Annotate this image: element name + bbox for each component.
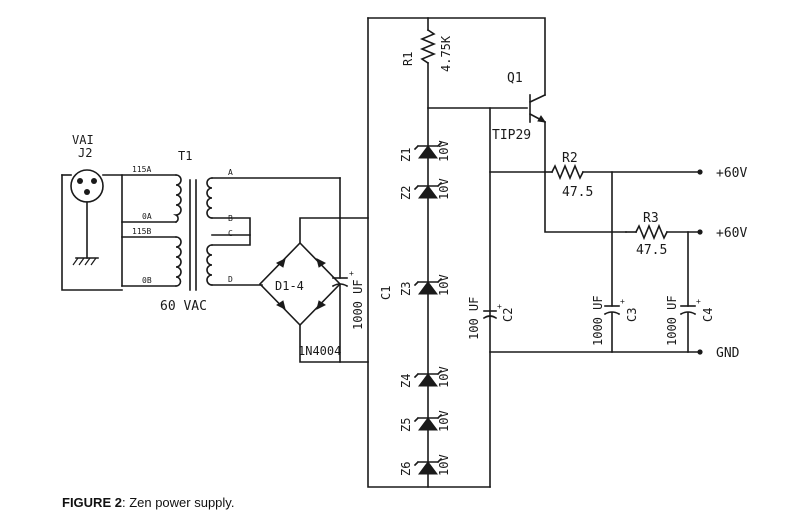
- z3-ref-label: Z3: [399, 282, 413, 296]
- primary-winding-lower: [175, 236, 182, 287]
- svg-text:+: +: [349, 269, 354, 278]
- capacitor-c1: + 1000 UF C1: [331, 177, 393, 363]
- z5-ref-label: Z5: [399, 418, 413, 432]
- secondary-tap-b: B: [228, 214, 233, 223]
- z3-value-label: 10V: [437, 274, 451, 296]
- secondary-tap-a: A: [228, 168, 233, 177]
- transformer-ref-label: T1: [178, 149, 192, 163]
- output-label-gnd: GND: [716, 346, 740, 361]
- svg-text:+: +: [696, 297, 701, 306]
- connector-pin: [77, 178, 83, 184]
- r3-value-label: 47.5: [636, 243, 667, 258]
- resistor-r1: R1 4.75K: [401, 17, 453, 149]
- zener-z4: Z4 10V: [399, 366, 451, 388]
- output-label-60v-2: +60V: [716, 226, 747, 241]
- capacitor-c2: + 100 UF C2: [467, 297, 515, 340]
- figure-caption: FIGURE 2: Zen power supply.: [62, 495, 234, 510]
- output-terminal: [697, 349, 703, 355]
- q1-part-label: TIP29: [492, 128, 531, 143]
- bridge-ref-label: D1-4: [275, 279, 304, 293]
- z6-ref-label: Z6: [399, 462, 413, 476]
- z5-value-label: 10V: [437, 410, 451, 432]
- r1-zigzag: [419, 28, 437, 65]
- bridge-diode-mark: [316, 258, 326, 268]
- top-rail: [367, 17, 546, 96]
- z4-value-label: 10V: [437, 366, 451, 388]
- output-terminal: [697, 169, 703, 175]
- r2-value-label: 47.5: [562, 185, 593, 200]
- bridge-part-label: 1N4004: [298, 344, 341, 358]
- bridge-diode-mark: [276, 300, 286, 310]
- resistor-r3: R3 47.5: [625, 211, 703, 258]
- r3-zigzag: [634, 223, 669, 241]
- r2-ref-label: R2: [562, 151, 578, 166]
- z2-ref-label: Z2: [399, 186, 413, 200]
- secondary-tap-d: D: [228, 275, 233, 284]
- zener-z1: Z1 10V: [399, 140, 451, 162]
- svg-text:+: +: [497, 302, 502, 311]
- primary-tap-115a: 115A: [132, 165, 151, 174]
- z2-value-label: 10V: [437, 178, 451, 200]
- zener-z5: Z5 10V: [399, 410, 451, 432]
- c3-value-label: 1000 UF: [591, 295, 605, 346]
- z4-ref-label: Z4: [399, 374, 413, 388]
- primary-winding-upper: [172, 174, 182, 224]
- c3-ref-label: C3: [625, 308, 639, 322]
- q1-emitter-arrow: [537, 115, 547, 123]
- transformer-rating: 60 VAC: [160, 299, 207, 314]
- output-label-60v-1: +60V: [716, 166, 747, 181]
- connector-type-label: VAI: [72, 133, 94, 147]
- secondary-tap-c: C: [228, 229, 233, 238]
- secondary-winding-upper: [206, 177, 213, 219]
- primary-tap-0b: 0B: [142, 276, 152, 285]
- transistor-q1: Q1 TIP29: [489, 71, 627, 233]
- r1-value-label: 4.75K: [439, 35, 453, 72]
- output-terminal: [697, 229, 703, 235]
- zener-stack: Z1 10V Z2 10V Z3 10V Z4 10V Z5 10V: [399, 140, 451, 488]
- c2-ref-label: C2: [501, 308, 515, 322]
- secondary-winding-lower: [206, 244, 213, 286]
- c1-ref-label: C1: [379, 286, 393, 300]
- bridge-diode-mark: [276, 258, 286, 268]
- resistor-r2: R2 47.5: [544, 151, 703, 200]
- z6-value-label: 10V: [437, 454, 451, 476]
- svg-text:+: +: [620, 297, 625, 306]
- bridge-rectifier-d1-4: D1-4 1N4004: [258, 217, 369, 363]
- bridge-diode-mark: [316, 300, 326, 310]
- z1-value-label: 10V: [437, 140, 451, 162]
- c2-value-label: 100 UF: [467, 297, 481, 340]
- primary-tap-0a: 0A: [142, 212, 152, 221]
- connector-pin: [91, 178, 97, 184]
- r1-ref-label: R1: [401, 52, 415, 66]
- figure-caption-text: : Zen power supply.: [121, 495, 235, 510]
- connector-pin: [84, 189, 90, 195]
- zener-z6: Z6 10V: [399, 454, 451, 476]
- primary-tap-115b: 115B: [132, 227, 151, 236]
- q1-ref-label: Q1: [507, 71, 523, 86]
- zener-z3: Z3 10V: [399, 274, 451, 296]
- capacitor-c3: + 1000 UF C3: [591, 171, 639, 353]
- connector-ref-label: J2: [78, 146, 92, 160]
- r2-zigzag: [550, 163, 585, 181]
- c4-ref-label: C4: [701, 308, 715, 322]
- capacitor-c4: + 1000 UF C4: [665, 231, 715, 353]
- left-rail: [367, 17, 491, 488]
- connector-body: [70, 169, 104, 203]
- r3-ref-label: R3: [643, 211, 659, 226]
- c4-value-label: 1000 UF: [665, 295, 679, 346]
- figure-number: FIGURE 2: [62, 495, 122, 510]
- connector-j2: VAI J2: [61, 133, 123, 291]
- transformer-core: [189, 179, 197, 291]
- z1-ref-label: Z1: [399, 148, 413, 162]
- c1-value-label: 1000 UF: [351, 279, 365, 330]
- transformer-t1: T1 115A 0A 115B 0B A B C D 60 VAC: [121, 149, 341, 314]
- zener-z2: Z2 10V: [399, 178, 451, 200]
